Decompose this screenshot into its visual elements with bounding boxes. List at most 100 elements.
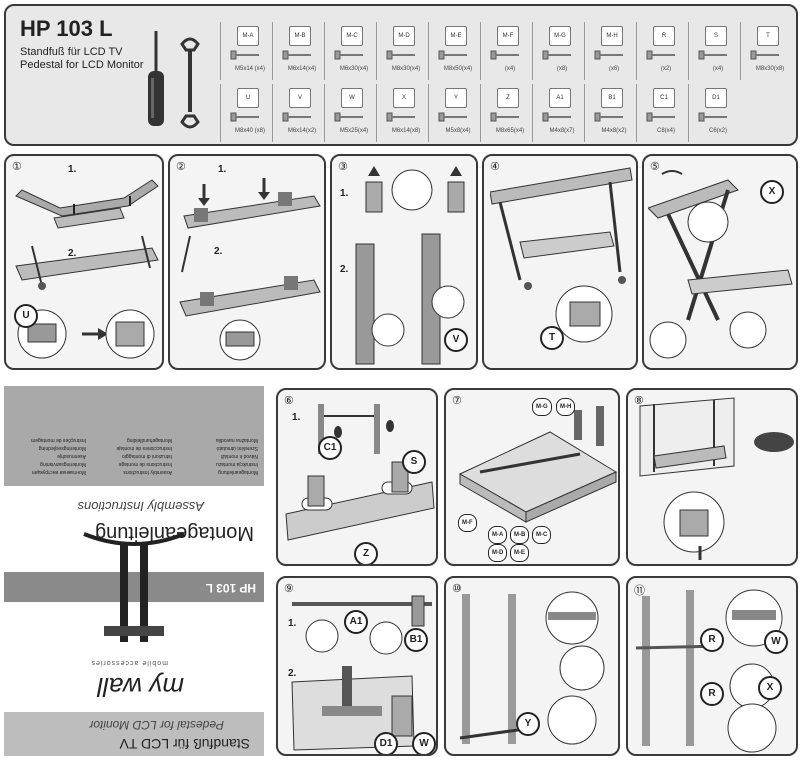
part-bag-label: S <box>705 26 727 46</box>
step-number: ④ <box>490 161 500 173</box>
part-quantity-label: M6x14(x8) <box>391 128 421 134</box>
language-entry: Istruzioni di montaggio <box>121 453 172 459</box>
part-quantity-label: M6x14(x4) <box>287 66 317 72</box>
step-7-panel: ⑦ M-G M-H M-F M-A M-B M-C M-D M-E <box>444 388 620 566</box>
part-quantity-label: (x2) <box>660 66 672 72</box>
language-entry: Montageanleitung <box>218 469 258 475</box>
step-10-panel: ⑩ Y <box>444 576 620 756</box>
part-bag-label: M-E <box>445 26 467 46</box>
screw-icon <box>438 50 467 60</box>
step-number: ② <box>176 161 186 173</box>
part-quantity-label: M4x8(x7) <box>549 128 575 134</box>
part-item: S (x4) <box>688 22 745 80</box>
part-quantity-label: M8x65(x4) <box>495 128 525 134</box>
callout-y: Y <box>516 712 540 736</box>
cover-bottom-band: Standfuß für LCD TV Pedestal for LCD Mon… <box>4 712 264 756</box>
part-quantity-label: M8x30(x8) <box>755 66 785 72</box>
step-number: ⑪ <box>634 585 645 597</box>
cover-brand: my wall <box>97 672 184 702</box>
part-quantity-label: C8(x4) <box>656 128 675 134</box>
step-2-panel: ② 1. 2. <box>168 154 326 370</box>
part-bag-label: D1 <box>705 88 727 108</box>
substep-label: 1. <box>68 164 77 175</box>
tools-illustration <box>134 26 214 136</box>
part-quantity-label: M8x40 (x8) <box>234 128 265 134</box>
step-number: ① <box>12 161 22 173</box>
part-quantity-label: M6x14(x2) <box>287 128 317 134</box>
substep-label: 2. <box>288 668 297 679</box>
part-item: M-G(x8) <box>532 22 589 80</box>
label-m-h: M-H <box>556 398 576 416</box>
step-number: ⑨ <box>284 583 294 595</box>
callout-r-2: R <box>700 682 724 706</box>
pedestal-product-image <box>83 532 185 642</box>
screw-icon <box>542 50 571 60</box>
step-3-panel: ③ 1. 2. V <box>330 154 478 370</box>
part-bag-label: R <box>653 26 675 46</box>
cover-brand-tag: mobile accessories <box>90 659 168 666</box>
screw-icon <box>438 112 467 122</box>
label-m-g: M-G <box>532 398 552 416</box>
callout-b1: B1 <box>404 628 428 652</box>
cover-title-en: Assembly Instructions <box>77 499 204 514</box>
step-number: ⑦ <box>452 395 462 407</box>
cover-brand-block: my wall mobile accessories <box>4 636 264 712</box>
substep-label: 2. <box>68 248 77 259</box>
part-bag-label: V <box>289 88 311 108</box>
cover-model: HP 103 L <box>205 581 256 595</box>
language-entry: Монтажная инструкция <box>32 469 86 475</box>
part-item: M-H(x6) <box>584 22 641 80</box>
subtitle-en: Pedestal for LCD Monitor <box>20 59 144 71</box>
part-quantity-label: (x4) <box>712 66 724 72</box>
part-bag-label: A1 <box>549 88 571 108</box>
part-bag-label: C1 <box>653 88 675 108</box>
language-entry: Monteringsanvisning <box>40 461 86 467</box>
screw-icon <box>594 112 623 122</box>
part-bag-label: M-D <box>393 26 415 46</box>
language-entry: Instrukcja montażu <box>216 461 258 467</box>
callout-z: Z <box>354 542 378 564</box>
callout-r: R <box>700 628 724 652</box>
part-quantity-label: C6(x2) <box>708 128 727 134</box>
arm-assembly-illustration <box>648 170 793 359</box>
language-entry: Montagehandleiding <box>126 437 172 443</box>
final-assembly-illustration <box>635 589 783 753</box>
part-quantity-label: M5x14 (x4) <box>234 66 265 72</box>
language-entry: Monteringsvejledning <box>38 445 86 451</box>
substep-label: 1. <box>340 188 349 199</box>
part-item: V M6x14(x2) <box>272 84 329 142</box>
callout-x: X <box>758 676 782 700</box>
substep-label: 1. <box>288 618 297 629</box>
part-bag-label: M-F <box>497 26 519 46</box>
part-item: M-F(x4) <box>480 22 537 80</box>
tv-back-illustration <box>458 406 618 523</box>
cover-bottom-en: Pedestal for LCD Monitor <box>89 718 224 732</box>
callout-d1: D1 <box>374 732 398 754</box>
part-quantity-label: (x6) <box>608 66 620 72</box>
base-assembly-illustration <box>15 179 159 359</box>
language-entry: Instrucciones de montaje <box>116 445 172 451</box>
screw-icon <box>282 112 311 122</box>
part-bag-label: B1 <box>601 88 623 108</box>
part-bag-label: Y <box>445 88 467 108</box>
part-bag-label: M-G <box>549 26 571 46</box>
screw-icon <box>230 50 259 60</box>
part-quantity-label: M8x30(x4) <box>391 66 421 72</box>
substep-label: 2. <box>340 264 349 275</box>
part-item: R (x2) <box>636 22 693 80</box>
shelf-mount-illustration <box>459 591 605 745</box>
callout-s: S <box>402 450 426 474</box>
screw-icon <box>334 50 363 60</box>
step-9-panel: ⑨ 1. 2. A1 B1 D1 W <box>276 576 438 756</box>
